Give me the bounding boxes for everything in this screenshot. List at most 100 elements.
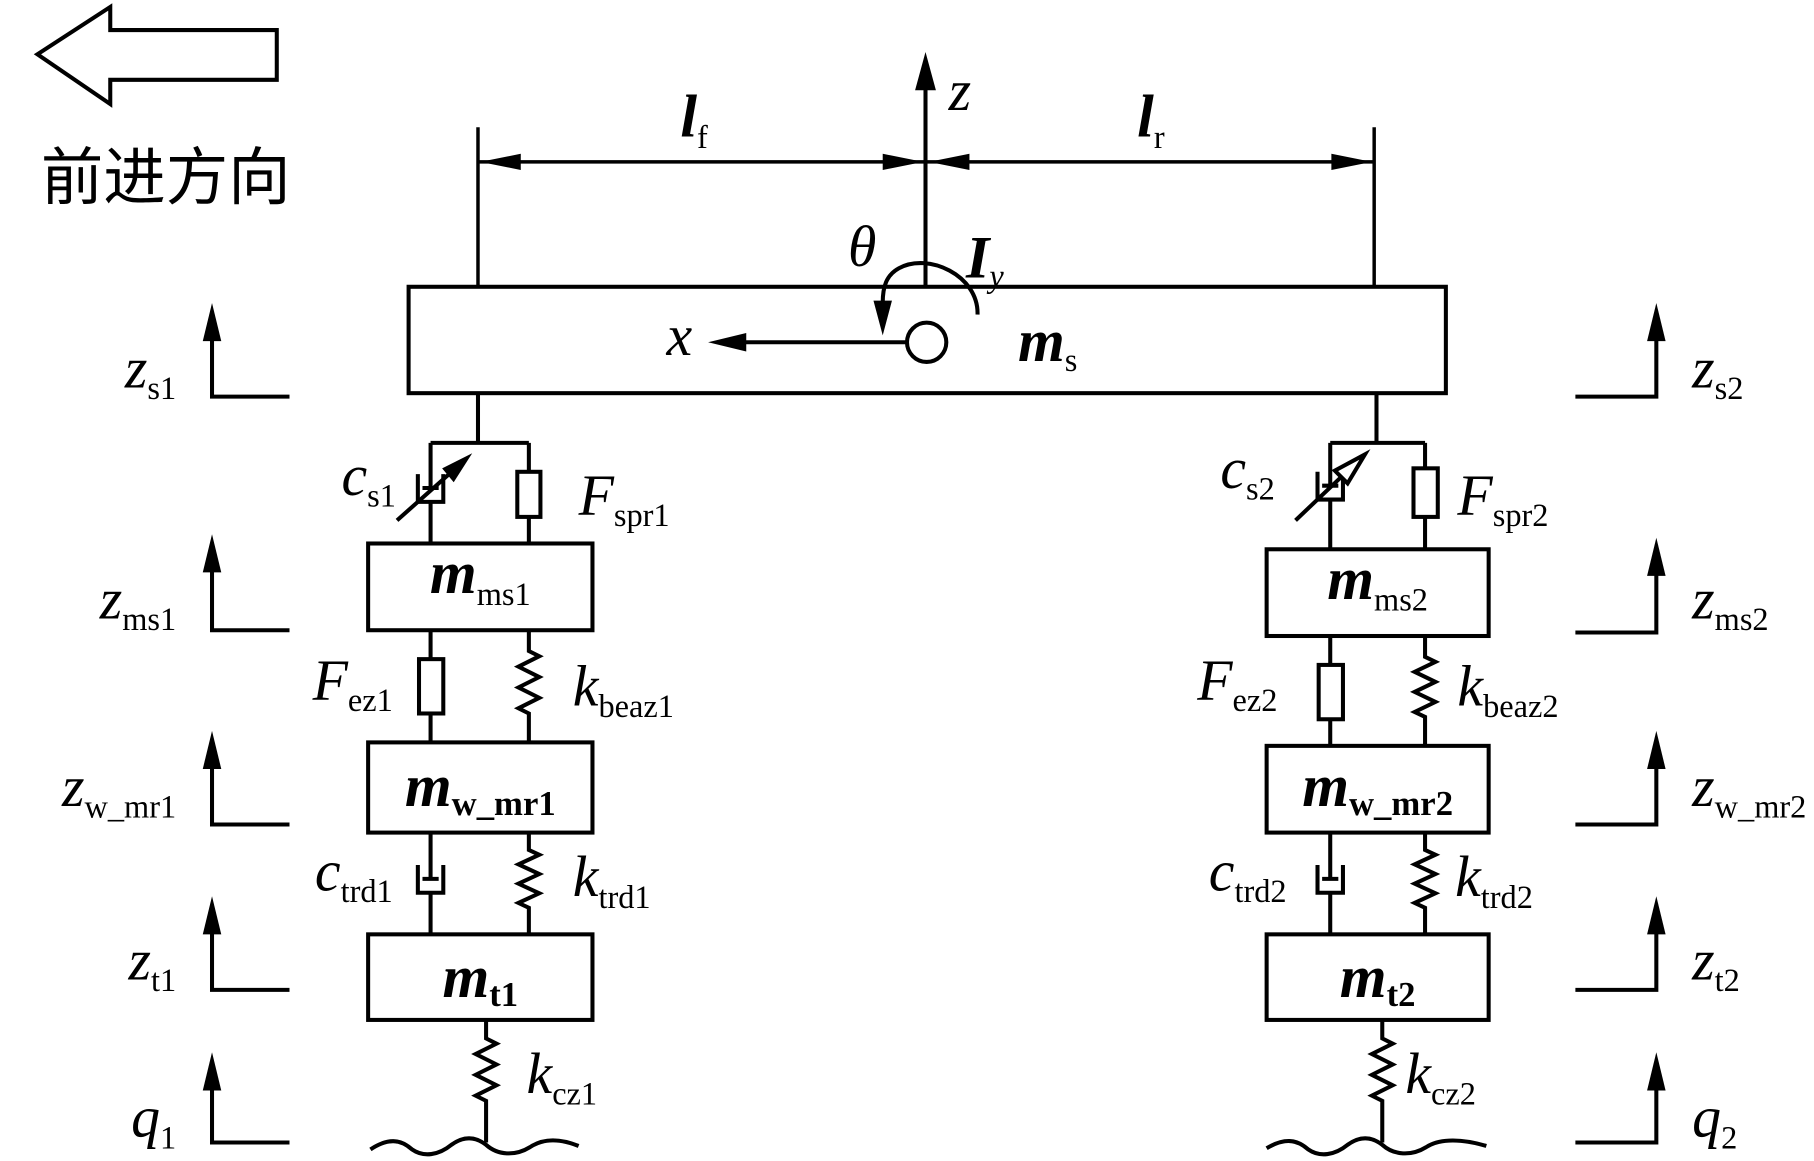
right-kbeaz-spring (1409, 636, 1441, 746)
theta-label: θ (848, 214, 876, 279)
left-coord-zwmr-main: z (61, 754, 85, 819)
left-coord-zt-arrowhead (202, 896, 222, 935)
right-coord-zt-label: zt2 (1691, 927, 1740, 999)
right-fspr-main: F (1456, 463, 1493, 528)
right-kbeaz-sub: beaz2 (1483, 689, 1558, 725)
left-kcz-label: kcz1 (527, 1041, 598, 1113)
right-coord-zt-sub: t2 (1715, 963, 1740, 999)
right-coord-q-label: q2 (1692, 1085, 1737, 1157)
left-kcz-spring (471, 1019, 502, 1143)
right-coordinates: zs2 zms2 zw_mr2 zt2 q2 (1575, 302, 1806, 1157)
right-coord-zs-main: z (1691, 335, 1715, 400)
right-cs-variable-arrow (1294, 474, 1344, 522)
left-coordinates: zs1 zms1 zw_mr1 zt1 q1 (61, 302, 290, 1157)
iy-sub: y (986, 259, 1004, 295)
left-coord-zt-axis (209, 930, 290, 992)
lf-main: l (680, 83, 697, 150)
left-fspr-actuator (515, 469, 543, 519)
forward-direction-label: 前进方向 (41, 141, 291, 214)
left-ktrd-spring (513, 832, 545, 935)
right-coord-zwmr-axis (1575, 765, 1659, 827)
left-kbeaz-label: kbeaz1 (573, 653, 674, 725)
left-coord-q-axis (209, 1086, 290, 1145)
left-mt-sub: t1 (489, 975, 518, 1014)
right-fspr-label: Fspr2 (1456, 463, 1548, 535)
left-coord-zwmr-arrowhead (202, 730, 222, 769)
right-ktrd-main: k (1455, 844, 1482, 909)
right-road-profile (1265, 1136, 1487, 1157)
sprung-body (406, 284, 1448, 396)
right-coord-q-main: q (1692, 1085, 1721, 1150)
left-coord-zs-main: z (124, 335, 148, 400)
right-kcz-sub: cz2 (1431, 1076, 1476, 1112)
left-mt-main: m (442, 944, 489, 1011)
left-ctrd-sub: trd1 (341, 874, 393, 910)
right-coord-zwmr-label: zw_mr2 (1691, 754, 1806, 826)
right-fspr-actuator (1411, 466, 1440, 519)
left-fspr-main: F (578, 463, 615, 528)
left-coord-q-arrowhead (202, 1052, 222, 1091)
right-mwmr-sub: w_mr2 (1349, 784, 1453, 823)
dimension-arrowhead-lr-start (928, 153, 970, 170)
right-kcz-spring (1367, 1019, 1398, 1143)
right-coord-q-sub: 2 (1721, 1120, 1737, 1156)
x-axis-label: x (665, 303, 692, 368)
right-cs-variable-arrowhead (1331, 449, 1371, 487)
x-axis-arrowhead (708, 333, 747, 352)
body-mass-main: m (1018, 308, 1065, 375)
right-mt-main: m (1340, 944, 1387, 1011)
left-ktrd-label: ktrd1 (573, 844, 651, 916)
left-kcz-sub: cz1 (552, 1076, 597, 1112)
right-ctrd-sub: trd2 (1234, 874, 1286, 910)
right-unit: cs2 Fspr2 mms2 Fez2 kbeaz2 mw_mr2 ctrd2 … (1196, 393, 1559, 1157)
right-coord-zms-label: zms2 (1691, 567, 1768, 639)
dimension-arrowhead-rear (1331, 153, 1372, 170)
body-mass-sub: s (1065, 343, 1078, 379)
right-coord-zt-main: z (1691, 927, 1715, 992)
left-mt-label: mt1 (442, 944, 518, 1014)
left-mms-mass (366, 541, 595, 633)
left-mwmr-label: mw_mr1 (405, 753, 556, 823)
right-coord-zms-sub: ms2 (1715, 602, 1769, 638)
left-coord-q-label: q1 (131, 1085, 176, 1157)
left-cs-variable-arrowhead (442, 453, 473, 483)
left-fez-main: F (312, 648, 349, 713)
right-cs-main: c (1220, 436, 1246, 501)
right-ktrd-spring (1409, 832, 1441, 935)
right-mms-label: mms2 (1327, 546, 1428, 619)
right-coord-zs-arrowhead (1647, 302, 1666, 342)
left-ctrd-damper (415, 832, 446, 935)
body-mass-label: ms (1018, 308, 1077, 379)
left-unit: cs1 Fspr1 mms1 Fez1 kbeaz1 mw_mr1 ctrd1 … (312, 393, 674, 1157)
right-ctrd-damper (1315, 832, 1345, 935)
left-coord-zwmr-axis (209, 765, 290, 827)
right-ktrd-label: ktrd2 (1455, 844, 1533, 916)
left-coord-zt-main: z (127, 927, 151, 992)
right-fez-sub: ez2 (1233, 683, 1278, 719)
left-coord-q-sub: 1 (160, 1120, 176, 1156)
right-coord-zt-axis (1575, 930, 1659, 992)
right-fez-label: Fez2 (1196, 648, 1277, 720)
left-coord-zwmr-sub: w_mr1 (84, 790, 176, 826)
left-coord-zms-label: zms1 (99, 567, 176, 639)
right-coord-zwmr-arrowhead (1647, 730, 1666, 769)
left-cs-sub: s1 (367, 478, 396, 514)
left-fez-actuator (416, 657, 446, 716)
right-coord-zs-label: zs2 (1691, 335, 1743, 407)
left-mwmr-mass (366, 740, 595, 835)
right-coord-zms-axis (1575, 572, 1659, 635)
right-fez-actuator (1316, 662, 1345, 722)
right-ctrd-label: ctrd2 (1209, 838, 1287, 910)
right-mt-label: mt2 (1340, 944, 1416, 1014)
right-coord-zms-arrowhead (1647, 537, 1666, 576)
right-mwmr-mass (1264, 743, 1491, 835)
left-coord-zs-label: zs1 (124, 335, 176, 407)
right-coord-q-axis (1575, 1086, 1659, 1145)
right-cs-sub: s2 (1246, 472, 1275, 508)
left-ktrd-main: k (573, 844, 600, 909)
right-coord-zs-axis (1575, 337, 1659, 399)
right-mwmr-main: m (1302, 753, 1349, 820)
right-coord-q-arrowhead (1647, 1052, 1666, 1091)
left-fspr-sub: spr1 (614, 498, 670, 534)
